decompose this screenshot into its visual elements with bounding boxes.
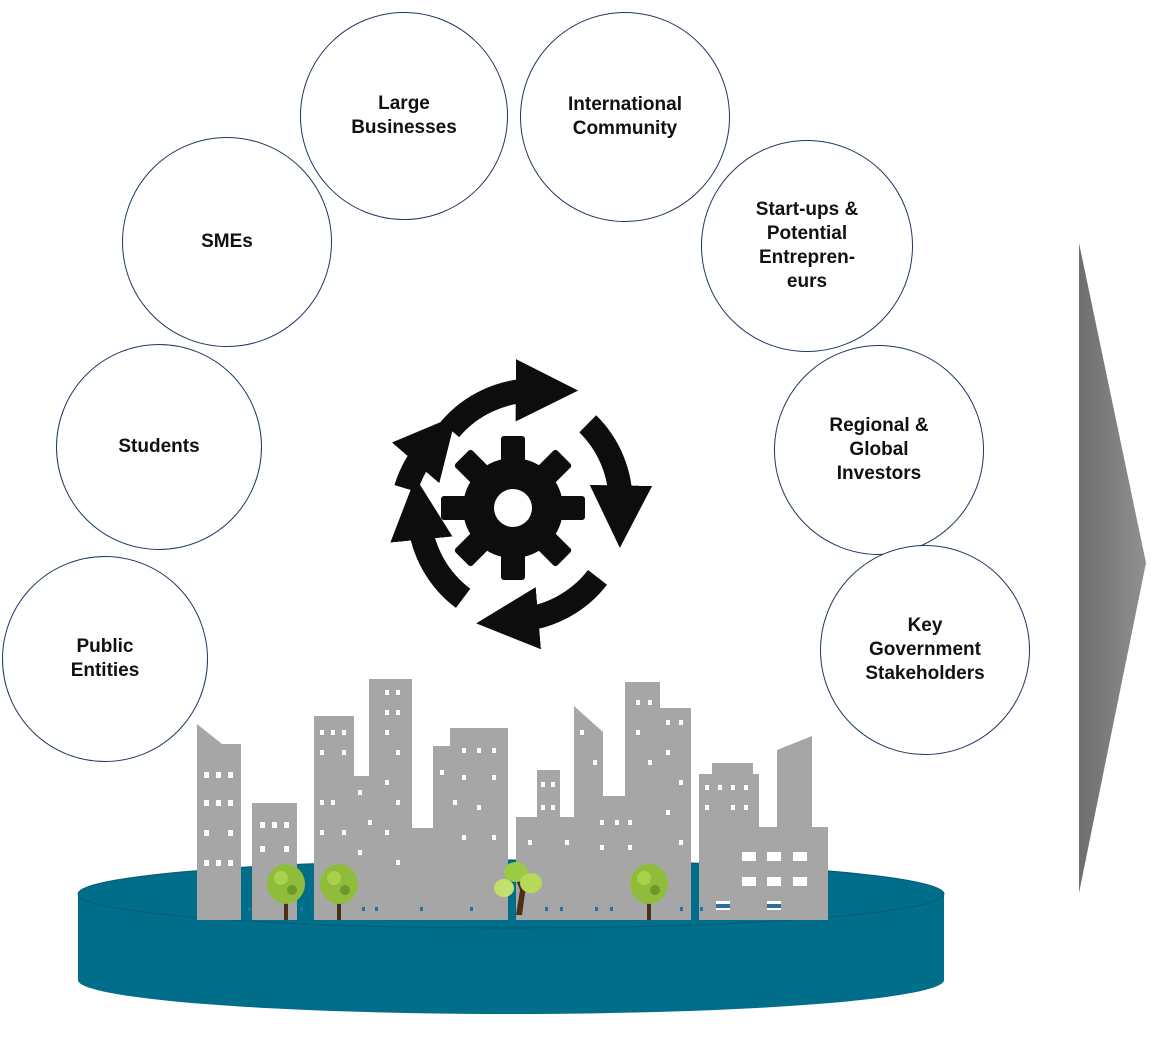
ground-dots xyxy=(248,904,781,911)
stakeholder-label: Public Entities xyxy=(70,636,140,681)
stakeholder-large-businesses: Large Businesses xyxy=(300,12,508,220)
stakeholder-label: Students xyxy=(118,436,200,457)
stakeholder-investors: Regional & Global Investors xyxy=(774,345,984,555)
stakeholder-public-entities: Public Entities xyxy=(2,556,208,762)
tree-icon xyxy=(267,864,305,920)
stakeholder-label: Key Government Stakeholders xyxy=(865,615,985,684)
stakeholder-label: SMEs xyxy=(201,231,253,252)
stakeholder-government: Key Government Stakeholders xyxy=(820,545,1030,755)
tree-icon xyxy=(494,862,542,915)
stakeholder-label: Regional & Global Investors xyxy=(829,415,929,484)
stakeholder-international-community: International Community xyxy=(520,12,730,222)
stakeholder-students: Students xyxy=(56,344,262,550)
stakeholder-label: Large Businesses xyxy=(351,93,457,138)
stakeholder-startups: Start-ups & Potential Entrepren- eurs xyxy=(701,140,913,352)
stakeholder-label: International Community xyxy=(567,94,682,139)
tree-icon xyxy=(630,864,668,920)
tree-icon xyxy=(320,864,358,920)
stakeholder-label: Start-ups & Potential Entrepren- eurs xyxy=(755,199,859,292)
stakeholder-smes: SMEs xyxy=(122,137,332,347)
